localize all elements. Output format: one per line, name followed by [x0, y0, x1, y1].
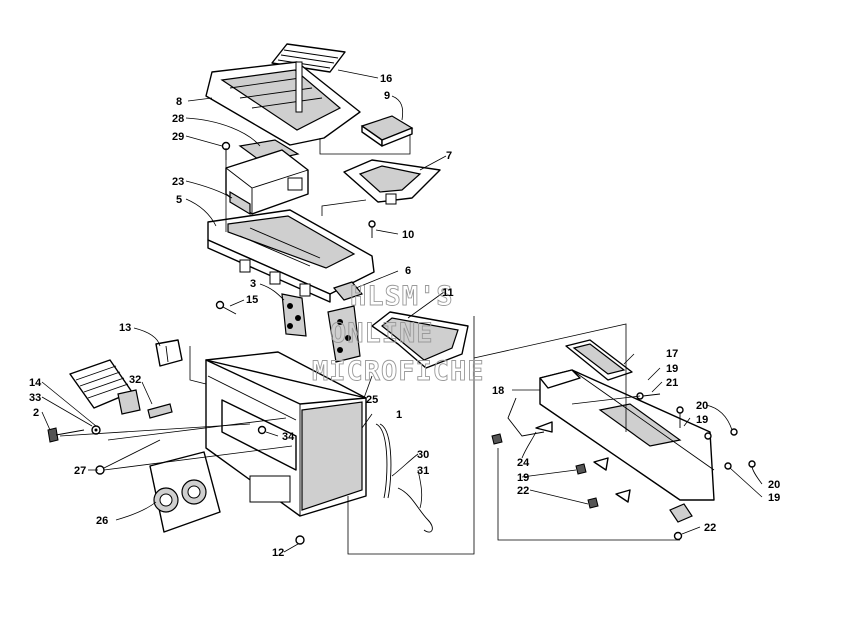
- leader-lines: [41, 69, 763, 553]
- callout-7: 7: [446, 150, 452, 162]
- callout-10: 10: [402, 229, 414, 241]
- callout-19b: 19: [696, 414, 708, 426]
- callout-20b: 20: [768, 479, 780, 491]
- watermark-line-2: ONLINE: [330, 318, 434, 349]
- callout-9: 9: [384, 90, 390, 102]
- hose-30: [375, 423, 392, 499]
- callout-8: 8: [176, 96, 182, 108]
- foam-filter-6: [332, 281, 364, 301]
- bracket-13: [155, 339, 183, 367]
- callout-labels: 16 8 9 28 29 7 23 5 10 6 11 3 15 13 25 1…: [29, 73, 780, 559]
- bolt-2: [47, 427, 85, 443]
- fitting-32: [147, 403, 173, 419]
- watermark-line-3: MICROFICHE: [312, 356, 485, 387]
- exploded-view-brackets: [189, 134, 680, 555]
- callout-28: 28: [172, 113, 184, 125]
- nut-22-low: [587, 497, 599, 509]
- callout-15: 15: [246, 294, 258, 306]
- clip-31: [397, 487, 433, 533]
- callout-19a: 19: [666, 363, 678, 375]
- callout-6: 6: [405, 265, 411, 277]
- reed-block-3: [281, 293, 307, 337]
- callout-29: 29: [172, 131, 184, 143]
- washer-33: [91, 425, 101, 435]
- callout-16: 16: [380, 73, 392, 85]
- callout-17: 17: [666, 348, 678, 360]
- callout-24: 24: [517, 457, 530, 469]
- callout-3: 3: [250, 278, 256, 290]
- nut-22-left: [491, 433, 503, 445]
- callout-19c: 19: [517, 472, 529, 484]
- callout-13: 13: [119, 322, 131, 334]
- grommet-pair: [535, 421, 631, 503]
- intake-funnel-11: [371, 311, 469, 369]
- gasket-25: [327, 305, 361, 363]
- screen-14: [69, 359, 141, 415]
- intake-cover-7: [343, 159, 441, 205]
- screw-10: [368, 220, 376, 238]
- fastener-21: [636, 392, 661, 400]
- callout-22b: 22: [704, 522, 716, 534]
- watermark-line-1: HLSM'S: [350, 281, 454, 312]
- callout-31: 31: [417, 465, 429, 477]
- fastener-20-upper: [676, 406, 684, 428]
- callout-26: 26: [96, 515, 108, 527]
- nut-22-mid: [575, 463, 587, 475]
- linkage-24: [507, 397, 545, 437]
- drain-plug-12: [295, 535, 305, 545]
- callout-14: 14: [29, 377, 42, 389]
- nut-22-bottom: [669, 503, 693, 541]
- callout-34: 34: [282, 431, 295, 443]
- washer-19-right: [724, 460, 756, 470]
- plate-17: [565, 339, 633, 381]
- callout-22a: 22: [517, 485, 529, 497]
- callout-2: 2: [33, 407, 39, 419]
- callout-19d: 19: [768, 492, 780, 504]
- air-duct-18: [539, 369, 715, 501]
- washer-19-mid: [730, 428, 738, 436]
- intake-housing-23: [225, 149, 309, 216]
- callout-18: 18: [492, 385, 504, 397]
- callout-1: 1: [396, 409, 402, 421]
- callout-20a: 20: [696, 400, 708, 412]
- callout-27: 27: [74, 465, 86, 477]
- filter-pad-9: [360, 115, 414, 147]
- callout-30: 30: [417, 449, 429, 461]
- callout-32: 32: [129, 374, 141, 386]
- callout-21: 21: [666, 377, 678, 389]
- silencer-26: [149, 451, 221, 533]
- air-box-lid-8: [205, 61, 361, 146]
- callout-11: 11: [442, 287, 454, 299]
- callout-23: 23: [172, 176, 184, 188]
- watermark: HLSM'S ONLINE MICROFICHE: [312, 281, 485, 388]
- callout-5: 5: [176, 194, 182, 206]
- air-box-tray-5: [207, 209, 375, 303]
- callout-33: 33: [29, 392, 41, 404]
- air-box-1: [205, 351, 367, 517]
- fitting-34: [257, 425, 267, 435]
- bolt-15: [215, 300, 237, 315]
- callout-25: 25: [366, 394, 378, 406]
- callout-12: 12: [272, 547, 284, 559]
- washer-19-upper: [704, 432, 712, 440]
